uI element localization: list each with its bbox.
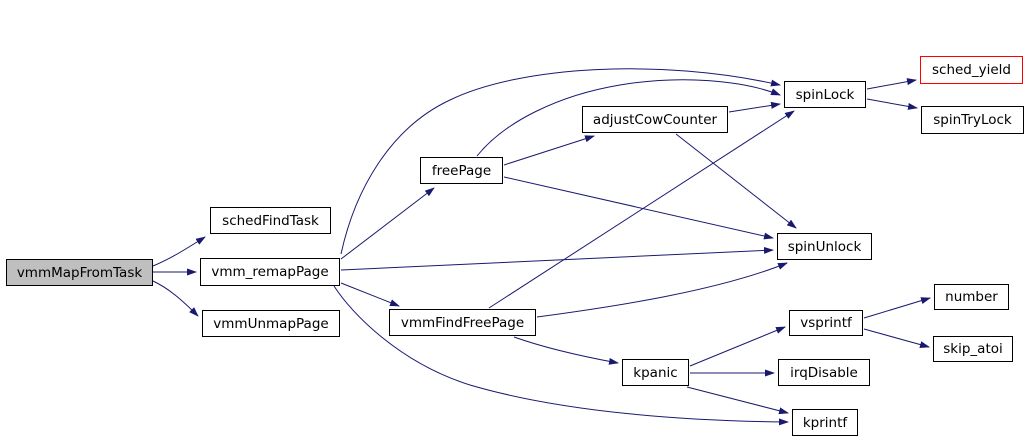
node-kpanic[interactable]: kpanic bbox=[622, 359, 689, 386]
edge-vsprintf-to-number bbox=[863, 297, 931, 319]
edge-spinLock-to-sched_yield bbox=[866, 78, 917, 90]
edge-kpanic-to-vsprintf bbox=[689, 326, 786, 367]
edge-adjustCowCounter-to-spinLock bbox=[728, 101, 781, 113]
node-skip_atoi[interactable]: skip_atoi bbox=[933, 336, 1013, 362]
node-label: sched_yield bbox=[931, 62, 1011, 78]
node-irqDisable[interactable]: irqDisable bbox=[778, 359, 870, 386]
node-label: spinTryLock bbox=[933, 112, 1012, 128]
node-label: schedFindTask bbox=[222, 212, 319, 229]
node-label: vmmFindFreePage bbox=[400, 314, 525, 331]
node-sched_yield[interactable]: sched_yield bbox=[920, 56, 1023, 84]
node-label: kprintf bbox=[802, 414, 848, 431]
edge-vmm_remapPage-to-spinLock bbox=[340, 68, 781, 255]
node-kprintf[interactable]: kprintf bbox=[792, 409, 858, 436]
node-label: vsprintf bbox=[800, 315, 852, 331]
edge-kpanic-to-kprintf bbox=[686, 386, 789, 415]
node-schedFindTask[interactable]: schedFindTask bbox=[210, 207, 331, 234]
node-spinUnlock[interactable]: spinUnlock bbox=[777, 233, 872, 260]
node-label: kpanic bbox=[633, 364, 678, 381]
edge-freePage-to-spinLock bbox=[476, 79, 781, 157]
node-label: vmmMapFromTask bbox=[16, 264, 143, 281]
node-label: vmmUnmapPage bbox=[213, 315, 329, 332]
edge-vmm_remapPage-to-spinUnlock bbox=[340, 246, 774, 271]
node-vmmFindFreePage[interactable]: vmmFindFreePage bbox=[389, 309, 536, 336]
node-vmmMapFromTask[interactable]: vmmMapFromTask bbox=[6, 259, 153, 286]
edge-vmmMapFromTask-to-vmmUnmapPage bbox=[152, 280, 199, 317]
edge-vmmFindFreePage-to-kpanic bbox=[513, 336, 619, 365]
node-label: adjustCowCounter bbox=[592, 111, 718, 128]
node-vsprintf[interactable]: vsprintf bbox=[789, 310, 863, 336]
node-vmm_remapPage[interactable]: vmm_remapPage bbox=[200, 258, 340, 286]
node-label: skip_atoi bbox=[943, 341, 1003, 357]
node-spinLock[interactable]: spinLock bbox=[784, 81, 866, 108]
edge-vmm_remapPage-to-kprintf bbox=[333, 285, 789, 426]
node-number[interactable]: number bbox=[934, 284, 1009, 310]
edge-vmmMapFromTask-to-schedFindTask bbox=[152, 236, 206, 267]
edge-vmm_remapPage-to-vmmFindFreePage bbox=[340, 282, 400, 307]
edge-adjustCowCounter-to-spinUnlock bbox=[675, 133, 797, 229]
edge-vmm_remapPage-to-freePage bbox=[340, 187, 435, 260]
node-label: spinUnlock bbox=[787, 238, 862, 255]
node-spinTryLock[interactable]: spinTryLock bbox=[921, 106, 1024, 134]
edge-vsprintf-to-skip_atoi bbox=[863, 328, 930, 348]
node-label: vmm_remapPage bbox=[211, 264, 329, 280]
node-label: number bbox=[945, 289, 998, 305]
edge-vmmFindFreePage-to-spinUnlock bbox=[536, 262, 788, 318]
edge-vmmFindFreePage-to-spinLock bbox=[488, 110, 795, 309]
node-label: spinLock bbox=[795, 86, 855, 103]
edge-freePage-to-adjustCowCounter bbox=[503, 135, 595, 166]
node-vmmUnmapPage[interactable]: vmmUnmapPage bbox=[202, 310, 340, 337]
node-label: freePage bbox=[431, 162, 492, 179]
node-freePage[interactable]: freePage bbox=[420, 157, 503, 184]
edge-freePage-to-spinUnlock bbox=[503, 176, 774, 240]
node-adjustCowCounter[interactable]: adjustCowCounter bbox=[582, 106, 728, 133]
node-label: irqDisable bbox=[790, 364, 858, 381]
edge-spinLock-to-spinTryLock bbox=[866, 98, 918, 110]
